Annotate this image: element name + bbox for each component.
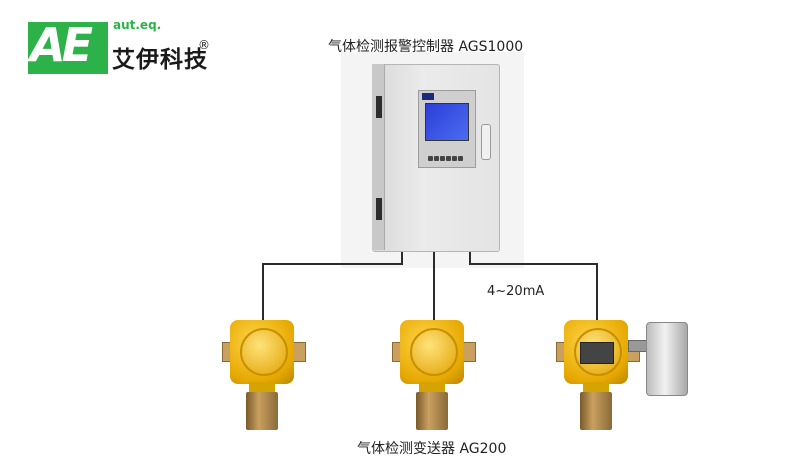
gas-transmitter-3 <box>556 320 640 432</box>
wire-to-transmitter-3 <box>469 252 598 326</box>
sampling-cylinder <box>646 322 688 396</box>
transmitter-cable-gland-right <box>462 342 476 362</box>
gas-transmitter-1 <box>222 320 306 432</box>
transmitter-sensor <box>416 392 448 430</box>
panel-button <box>434 156 439 161</box>
signal-label: 4~20mA <box>487 284 545 299</box>
panel-button <box>440 156 445 161</box>
transmitter-neck <box>419 382 445 392</box>
transmitter-lcd-display <box>580 342 614 364</box>
transmitter-sensor <box>246 392 278 430</box>
cabinet-hinge-bottom <box>376 198 382 220</box>
logo-letters: AE <box>30 18 93 72</box>
cabinet-hinge-top <box>376 96 382 118</box>
controller-button-row <box>428 146 468 161</box>
gas-transmitter-2 <box>392 320 476 432</box>
wire-to-transmitter-1 <box>262 252 403 326</box>
registered-mark: ® <box>198 38 210 52</box>
transmitter-title: 气体检测变送器 AG200 <box>357 441 507 457</box>
company-logo: AE aut.eq. 艾伊科技 ® <box>28 18 213 76</box>
panel-button <box>428 156 433 161</box>
controller-lcd-screen <box>425 103 469 141</box>
logo-badge <box>28 22 108 74</box>
transmitter-sensor <box>580 392 612 430</box>
logo-tagline: aut.eq. <box>113 18 162 32</box>
panel-button <box>446 156 451 161</box>
cabinet-lock-icon <box>481 124 491 160</box>
transmitter-cable-gland-right <box>292 342 306 362</box>
transmitter-neck <box>249 382 275 392</box>
panel-logo-icon <box>422 93 434 100</box>
transmitter-cap <box>410 328 458 376</box>
controller-title: 气体检测报警控制器 AGS1000 <box>328 39 524 55</box>
panel-button <box>458 156 463 161</box>
company-name: 艾伊科技 <box>112 47 208 73</box>
transmitter-neck <box>583 382 609 392</box>
panel-button <box>452 156 457 161</box>
transmitter-cap <box>240 328 288 376</box>
